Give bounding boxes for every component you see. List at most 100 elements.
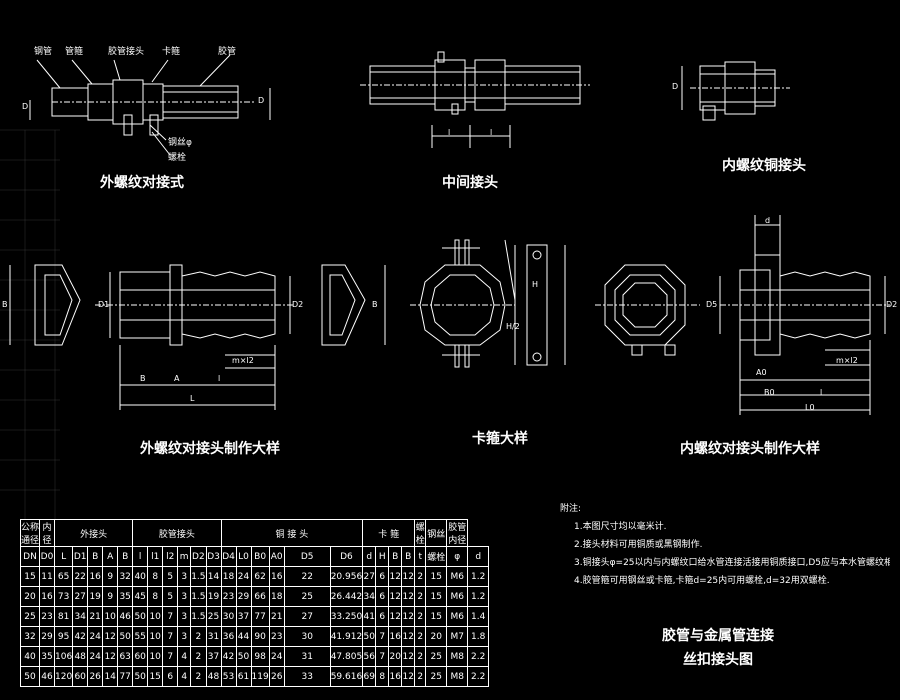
table-cell: 12 (388, 586, 403, 607)
table-cell: 6 (162, 666, 179, 687)
table-group-header: 铜 接 头 (220, 519, 364, 547)
table-cell: 6 (375, 566, 390, 587)
dim-l-int: l (820, 388, 823, 397)
table-cell: 25 (425, 666, 448, 687)
table-cell: 16 (268, 566, 285, 587)
table-cell: 90 (250, 626, 270, 647)
table-cell: 19 (205, 586, 222, 607)
dim-D1: D1 (98, 300, 110, 309)
table-cell: 48 (72, 646, 89, 667)
table-cell: 10 (102, 606, 119, 627)
table-cell: 24 (87, 626, 104, 647)
dim-l: l (218, 374, 221, 383)
table-cell: 3 (177, 606, 192, 627)
table-cell: 25 (425, 646, 448, 667)
table-cell: 19 (87, 586, 104, 607)
table-cell: 60 (132, 646, 149, 667)
table-cell: 23 (268, 626, 285, 647)
table-cell: 2 (414, 586, 427, 607)
dim-D-view1-right: D (258, 96, 265, 105)
table-column-header: l2 (162, 546, 179, 567)
table-cell: 106 (53, 646, 74, 667)
table-cell: 15 (425, 606, 448, 627)
table-column-header: t (414, 546, 427, 567)
table-cell: M6 (446, 586, 469, 607)
view-title-external-detail: 外螺纹对接头制作大样 (140, 441, 280, 457)
middle-joint-view (360, 51, 590, 148)
table-cell: 42 (220, 646, 237, 667)
dim-B0: B0 (764, 388, 775, 397)
table-cell: 1.4 (467, 606, 490, 627)
table-cell: 61 (235, 666, 252, 687)
table-cell: 50 (132, 666, 149, 687)
table-column-header: D5 (283, 546, 331, 567)
table-cell: 8 (147, 566, 164, 587)
table-cell: 34 (72, 606, 89, 627)
table-cell: 2 (414, 566, 427, 587)
table-cell: 119 (250, 666, 270, 687)
internal-thread-joint-view (681, 61, 790, 121)
table-column-header: D1 (72, 546, 89, 567)
table-cell: 29 (39, 626, 55, 647)
table-cell: 66 (250, 586, 270, 607)
table-cell: 12 (102, 626, 119, 647)
table-cell: 12 (401, 666, 416, 687)
table-cell: 56 (362, 646, 377, 667)
table-cell: 59.616 (329, 666, 364, 687)
callout-hose-joint: 胶管接头 (108, 47, 145, 57)
table-cell: 40 (20, 646, 40, 667)
table-cell: 1.8 (467, 626, 490, 647)
callout-steel-wire: 钢丝φ (168, 138, 192, 148)
table-cell: 9 (102, 566, 119, 587)
dim-H: H (532, 280, 539, 289)
dim-l-mid: l (448, 128, 451, 137)
table-cell: 21 (87, 606, 104, 627)
table-cell: 50 (117, 626, 134, 647)
table-cell: 2 (414, 646, 427, 667)
table-cell: 24 (268, 646, 285, 667)
table-cell: M8 (446, 666, 469, 687)
table-cell: 62 (250, 566, 270, 587)
table-cell: 120 (53, 666, 74, 687)
table-cell: 40 (132, 566, 149, 587)
table-cell: 50 (235, 646, 252, 667)
notes-block: 附注: 1.本图尺寸均以毫米计. 2.接头材料可用铜质或黑钢制作. 3.铜接头φ… (560, 500, 890, 590)
table-cell: 1.5 (190, 566, 207, 587)
table-cell: 15 (20, 566, 40, 587)
callout-pipe-clamp: 管箍 (65, 47, 84, 57)
internal-thread-detail-view (595, 215, 890, 415)
table-cell: 9 (102, 586, 119, 607)
table-cell: 10 (147, 626, 164, 647)
background-grid (0, 129, 60, 520)
table-column-header: m (177, 546, 192, 567)
dim-A0: A0 (756, 368, 767, 377)
table-column-header: D0 (39, 546, 55, 567)
table-cell: 45 (132, 586, 149, 607)
dim-B-right: B (372, 300, 378, 309)
table-cell: 24 (235, 566, 252, 587)
table-column-header: l1 (147, 546, 164, 567)
table-cell: 5 (162, 566, 179, 587)
table-column-header: H (375, 546, 390, 567)
table-cell: 23 (39, 606, 55, 627)
drawing-title-line1: 胶管与金属管连接 (662, 628, 774, 644)
table-cell: 26 (268, 666, 285, 687)
table-group-header: 胶管接头 (132, 519, 222, 547)
table-cell: 46 (39, 666, 55, 687)
table-cell: 20.956 (329, 566, 364, 587)
note-item-2: 2.接头材料可用铜质或黑钢制作. (574, 540, 703, 550)
table-cell: 1.5 (190, 606, 207, 627)
table-cell: 81 (53, 606, 74, 627)
table-cell: 30 (283, 626, 331, 647)
table-cell: 2 (414, 666, 427, 687)
table-cell: 7 (162, 626, 179, 647)
table-cell: M6 (446, 566, 469, 587)
table-cell: 10 (147, 606, 164, 627)
table-column-header: D3 (205, 546, 222, 567)
note-item-4: 4.胶管箍可用钢丝或卡箍,卡箍d=25内可用螺栓,d=32用双螺栓. (574, 576, 830, 586)
table-column-header: D6 (329, 546, 364, 567)
dim-B: B (140, 374, 146, 383)
table-column-header: A0 (268, 546, 285, 567)
